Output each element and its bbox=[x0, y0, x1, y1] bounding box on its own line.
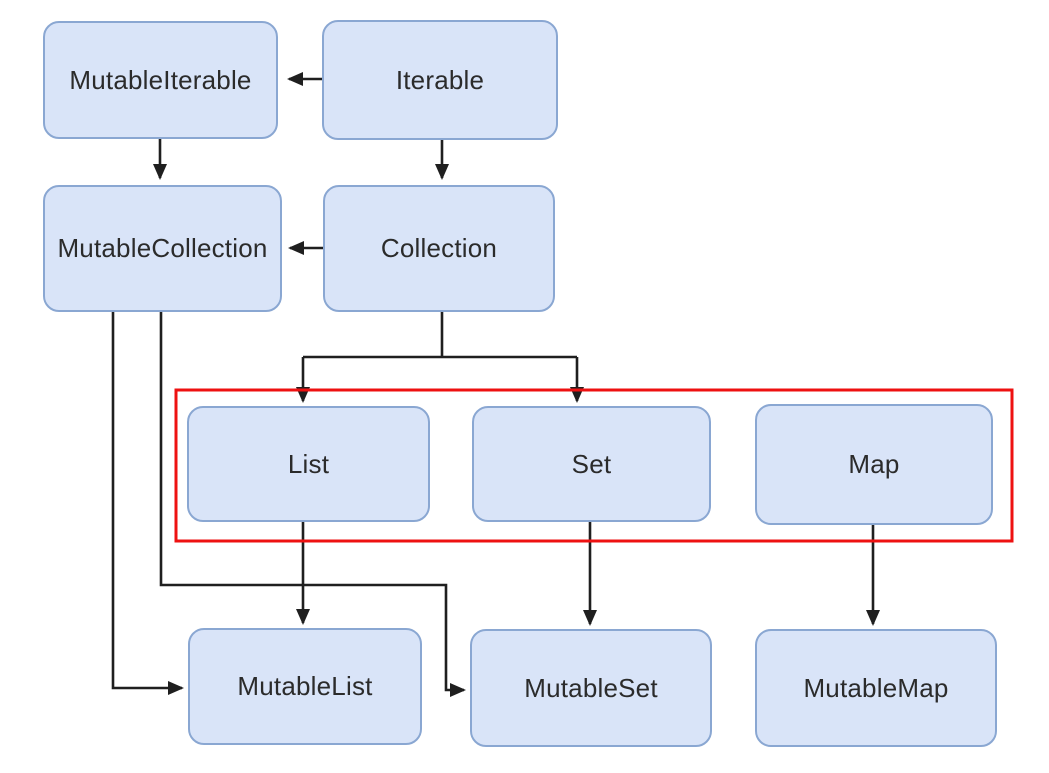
node-label: MutableMap bbox=[803, 672, 949, 703]
node-label: Collection bbox=[380, 233, 498, 263]
node-label: MutableCollection bbox=[57, 233, 268, 263]
edge-mutablecollection-to-mutablelist bbox=[111, 312, 184, 695]
node-mutable-list: MutableList bbox=[188, 628, 422, 745]
node-mutable-iterable: MutableIterable bbox=[43, 21, 278, 139]
node-label: Set bbox=[571, 448, 612, 479]
node-mutable-set: MutableSet bbox=[470, 629, 712, 747]
highlight-rect bbox=[174, 388, 1014, 543]
node-mutable-collection: MutableCollection bbox=[43, 185, 282, 312]
node-iterable: Iterable bbox=[322, 20, 558, 140]
node-map: Map bbox=[755, 404, 993, 525]
node-collection: Collection bbox=[323, 185, 555, 312]
node-mutable-map: MutableMap bbox=[755, 629, 997, 747]
node-set: Set bbox=[472, 406, 711, 522]
node-label: Map bbox=[848, 449, 900, 479]
node-label: List bbox=[287, 448, 330, 479]
edge-collection-branch-stem bbox=[303, 312, 577, 359]
node-label: MutableList bbox=[237, 671, 373, 701]
node-list: List bbox=[187, 406, 430, 522]
node-label: Iterable bbox=[395, 64, 485, 95]
node-label: MutableSet bbox=[524, 672, 658, 703]
node-label: MutableIterable bbox=[69, 64, 252, 95]
edge-mutablecollection-to-mutableset bbox=[159, 312, 466, 697]
